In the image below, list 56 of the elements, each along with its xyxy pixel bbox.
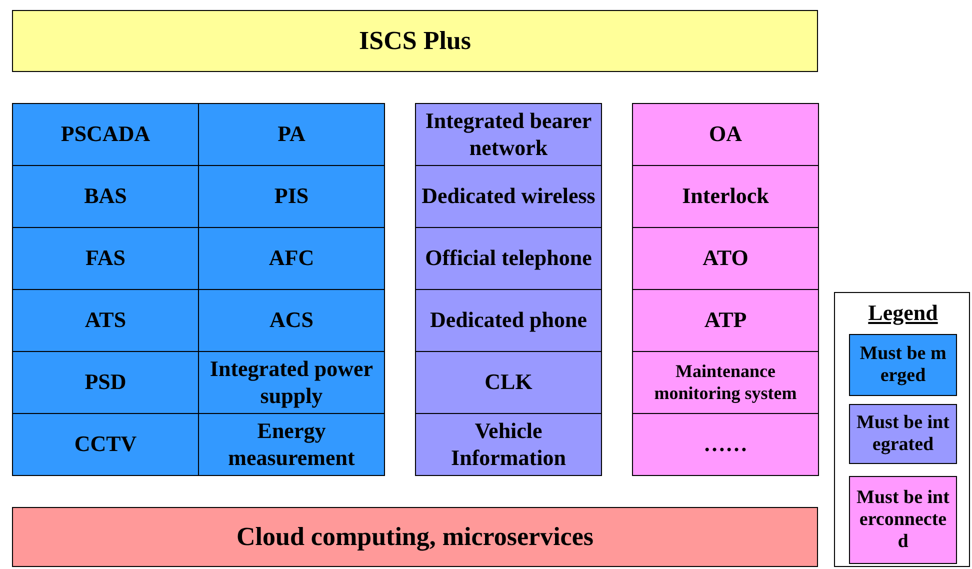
system-cell bbox=[415, 165, 602, 228]
cell-text: CLK bbox=[484, 369, 532, 396]
cell-text: Integrated bearer network bbox=[424, 108, 593, 161]
cell-text: ATP bbox=[704, 307, 747, 334]
system-cell bbox=[632, 413, 819, 476]
cell-text: Interlock bbox=[682, 183, 769, 210]
cell-text: ATO bbox=[702, 245, 748, 272]
cell-text: PSD bbox=[84, 369, 126, 396]
system-cell bbox=[632, 103, 819, 166]
system-cell bbox=[415, 103, 602, 166]
cell-text: Vehicle Information bbox=[450, 418, 567, 471]
system-cell bbox=[415, 227, 602, 290]
system-cell bbox=[632, 165, 819, 228]
system-cell bbox=[632, 289, 819, 352]
cell-text: AFC bbox=[268, 245, 314, 272]
system-cell bbox=[415, 413, 602, 476]
cell-text: Maintenance monitoring system bbox=[653, 360, 798, 404]
cell-text: CCTV bbox=[74, 431, 137, 458]
system-cell bbox=[12, 351, 199, 414]
cell-text: PA bbox=[278, 121, 306, 148]
cell-text: OA bbox=[709, 121, 742, 148]
system-cell bbox=[12, 413, 199, 476]
system-cell bbox=[415, 351, 602, 414]
cell-text: ISCS Plus bbox=[359, 25, 471, 57]
system-cell bbox=[12, 227, 199, 290]
cell-text: PIS bbox=[274, 183, 309, 210]
system-cell bbox=[632, 227, 819, 290]
system-cell bbox=[198, 351, 385, 414]
cell-text: Dedicated phone bbox=[430, 307, 588, 334]
system-cell bbox=[198, 103, 385, 166]
cell-text: Cloud computing, microservices bbox=[236, 521, 594, 553]
cell-text: BAS bbox=[84, 183, 127, 210]
cell-text: ACS bbox=[269, 307, 314, 334]
system-cell bbox=[198, 227, 385, 290]
cell-text: Integrated power supply bbox=[208, 356, 374, 409]
cell-text: Dedicated wireless bbox=[422, 183, 596, 210]
cell-text: FAS bbox=[86, 245, 126, 272]
system-cell bbox=[198, 289, 385, 352]
legend-swatch: Must be interconnected bbox=[849, 476, 957, 564]
system-cell bbox=[12, 289, 199, 352]
legend-title: Legend bbox=[867, 300, 939, 326]
cell-text: Official telephone bbox=[425, 245, 592, 272]
cell-text: Energy measurement bbox=[227, 418, 356, 471]
system-cell bbox=[415, 289, 602, 352]
cell-text: …… bbox=[704, 431, 748, 458]
system-cell bbox=[632, 351, 819, 414]
legend-swatch: Must be integrated bbox=[849, 404, 957, 464]
cell-text: PSCADA bbox=[60, 121, 150, 148]
system-cell bbox=[12, 103, 199, 166]
system-cell bbox=[198, 413, 385, 476]
system-cell bbox=[198, 165, 385, 228]
system-cell bbox=[12, 165, 199, 228]
layer-bar bbox=[12, 507, 818, 567]
cell-text: ATS bbox=[84, 307, 126, 334]
legend-swatch: Must be merged bbox=[849, 334, 957, 396]
layer-bar bbox=[12, 10, 818, 72]
